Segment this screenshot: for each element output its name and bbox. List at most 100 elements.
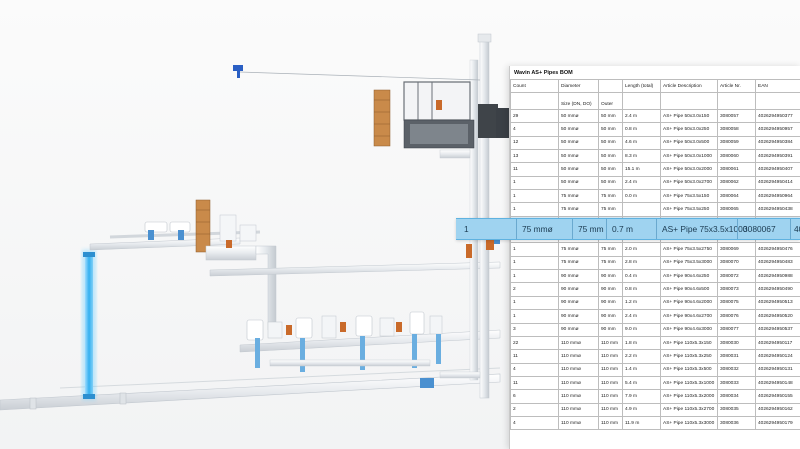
bom-cell-ean: 4026294950490 [755, 282, 800, 297]
bom-cell-length: 1.2 m [622, 295, 661, 311]
bom-cell-length: 1.8 m [622, 335, 661, 351]
bom-cell-ean: 4026294950957 [755, 122, 800, 137]
bom-cell-outer: 75 mm [598, 202, 623, 217]
bom-cell-outer: 75 mm [598, 189, 623, 204]
bom-cell-outer: 110 mm [598, 389, 623, 404]
bom-cell-art: 3080064 [717, 189, 756, 204]
bom-cell-desc: AS+ Pipe 50x3.0x150 [660, 108, 718, 124]
bom-cell-desc: AS+ Pipe 90x4.6x3000 [660, 322, 718, 337]
bom-cell-count: 1 [510, 189, 559, 204]
bom-cell-art: 3080070 [717, 255, 756, 271]
bom-table: Count Diameter Length (total) Article De… [510, 79, 800, 431]
bom-cell-art: 3080036 [717, 415, 756, 431]
bom-cell-count: 1 [510, 295, 559, 311]
bom-cell-ean: 4026294950438 [755, 202, 800, 217]
bom-cell-size: 110 mmø [558, 375, 599, 391]
hl-count: 1 [464, 224, 469, 234]
bom-cell-length: 2.0 m [622, 242, 661, 257]
bom-cell-length: 2.4 m [622, 175, 661, 191]
bom-cell-desc: AS+ Pipe 110x5.3x2700 [660, 402, 718, 417]
bom-cell-art: 3080072 [717, 269, 756, 284]
bom-cell-art: 3080077 [717, 322, 756, 337]
bom-cell-outer: 50 mm [598, 108, 623, 124]
bom-cell-ean: 4026294950124 [755, 349, 800, 364]
bom-cell-art: 3080076 [717, 309, 756, 324]
bom-cell-desc: AS+ Pipe 50x3.0x500 [660, 135, 718, 151]
bom-cell-ean: 4026294950520 [755, 309, 800, 324]
bom-panel[interactable]: Wavin AS+ Pipes BOM Count Diameter Lengt… [509, 66, 800, 449]
bom-cell-size: 110 mmø [558, 349, 599, 364]
bom-cell-length: 2.2 m [622, 349, 661, 364]
bom-cell-size: 75 mmø [558, 242, 599, 257]
bom-cell-outer: 75 mm [598, 255, 623, 271]
bom-cell-length: 0.8 m [622, 282, 661, 297]
bom-cell-size: 50 mmø [558, 108, 599, 124]
bom-cell-count: 4 [510, 122, 559, 137]
bom-cell-size: 90 mmø [558, 309, 599, 324]
bom-cell-length: 1.4 m [622, 362, 661, 377]
bom-cell-desc: AS+ Pipe 75x3.5x150 [660, 189, 718, 204]
bom-cell-length: 0.0 m [622, 189, 661, 204]
bom-cell-size: 75 mmø [558, 189, 599, 204]
bom-cell-art: 3080030 [717, 335, 756, 351]
bom-cell-ean: 4026294950407 [755, 162, 800, 177]
bom-cell-ean: 4026294950155 [755, 389, 800, 404]
bom-cell-desc: AS+ Pipe 50x3.0x1000 [660, 149, 718, 164]
bom-cell-size: 50 mmø [558, 122, 599, 137]
bom-cell-art: 3080031 [717, 349, 756, 364]
bom-cell-count: 1 [510, 242, 559, 257]
bom-cell-desc: AS+ Pipe 110x5.3x250 [660, 349, 718, 364]
bom-cell-size: 110 mmø [558, 335, 599, 351]
bom-cell-length: 4.9 m [622, 402, 661, 417]
bom-cell-ean: 4026294950414 [755, 175, 800, 191]
bom-cell-ean: 4026294950483 [755, 255, 800, 271]
bom-cell-desc: AS+ Pipe 110x5.3x2000 [660, 389, 718, 404]
bom-cell-art: 3080075 [717, 295, 756, 311]
bom-cell-outer: 50 mm [598, 175, 623, 191]
bom-cell-outer: 90 mm [598, 295, 623, 311]
col-description-header: Article Description [660, 79, 718, 93]
bom-cell-count: 29 [510, 108, 559, 124]
bom-cell-art: 3080062 [717, 175, 756, 191]
hl-ean: 40 [794, 224, 800, 234]
bom-cell-length [622, 202, 661, 217]
bom-cell-desc: AS+ Pipe 75x3.5x2750 [660, 242, 718, 257]
col-ean-header: EAN [755, 79, 800, 93]
bom-cell-outer: 90 mm [598, 309, 623, 324]
bom-cell-length: 7.9 m [622, 389, 661, 404]
highlighted-bom-row[interactable]: 1 75 mmø 75 mm 0.7 m AS+ Pipe 75x3.5x100… [456, 218, 800, 240]
bom-cell-count: 22 [510, 335, 559, 351]
bom-cell-count: 11 [510, 375, 559, 391]
bom-cell-outer: 90 mm [598, 322, 623, 337]
bom-cell-count: 3 [510, 322, 559, 337]
col-outer-header: Outer [598, 92, 623, 110]
bom-cell-count: 2 [510, 282, 559, 297]
bom-cell-count: 13 [510, 149, 559, 164]
bom-cell-length: 0.4 m [622, 269, 661, 284]
bom-cell-outer: 110 mm [598, 375, 623, 391]
bom-cell-size: 90 mmø [558, 269, 599, 284]
bom-cell-desc: AS+ Pipe 110x5.3x500 [660, 362, 718, 377]
